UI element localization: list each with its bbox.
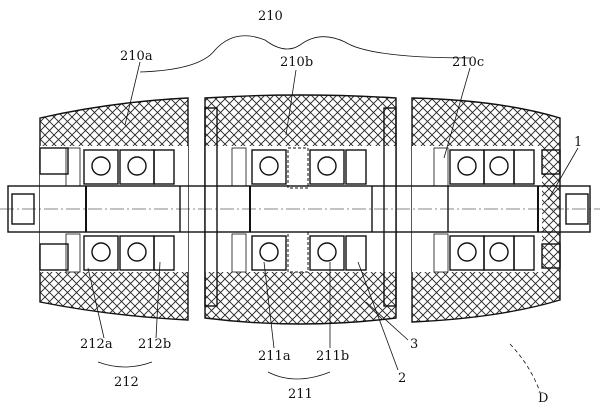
label-210b: 210b xyxy=(280,55,313,70)
label-210: 210 xyxy=(258,9,283,24)
label-2: 2 xyxy=(398,371,406,386)
label-211b: 211b xyxy=(316,349,349,364)
label-210a: 210a xyxy=(120,49,153,64)
label-212: 212 xyxy=(114,375,139,390)
labels: 210 210a 210b 210c 1 212a 212b 212 211a … xyxy=(80,9,582,406)
label-212a: 212a xyxy=(80,337,113,352)
label-211a: 211a xyxy=(258,349,291,364)
shaft xyxy=(0,185,600,233)
label-1: 1 xyxy=(574,135,582,150)
roller-bearings xyxy=(153,149,535,271)
label-211: 211 xyxy=(288,387,313,402)
label-212b: 212b xyxy=(138,337,171,352)
label-210c: 210c xyxy=(452,55,484,70)
roller-210b xyxy=(204,94,397,325)
label-3: 3 xyxy=(410,337,418,352)
label-D: D xyxy=(538,391,548,406)
leader-lines xyxy=(87,35,579,393)
